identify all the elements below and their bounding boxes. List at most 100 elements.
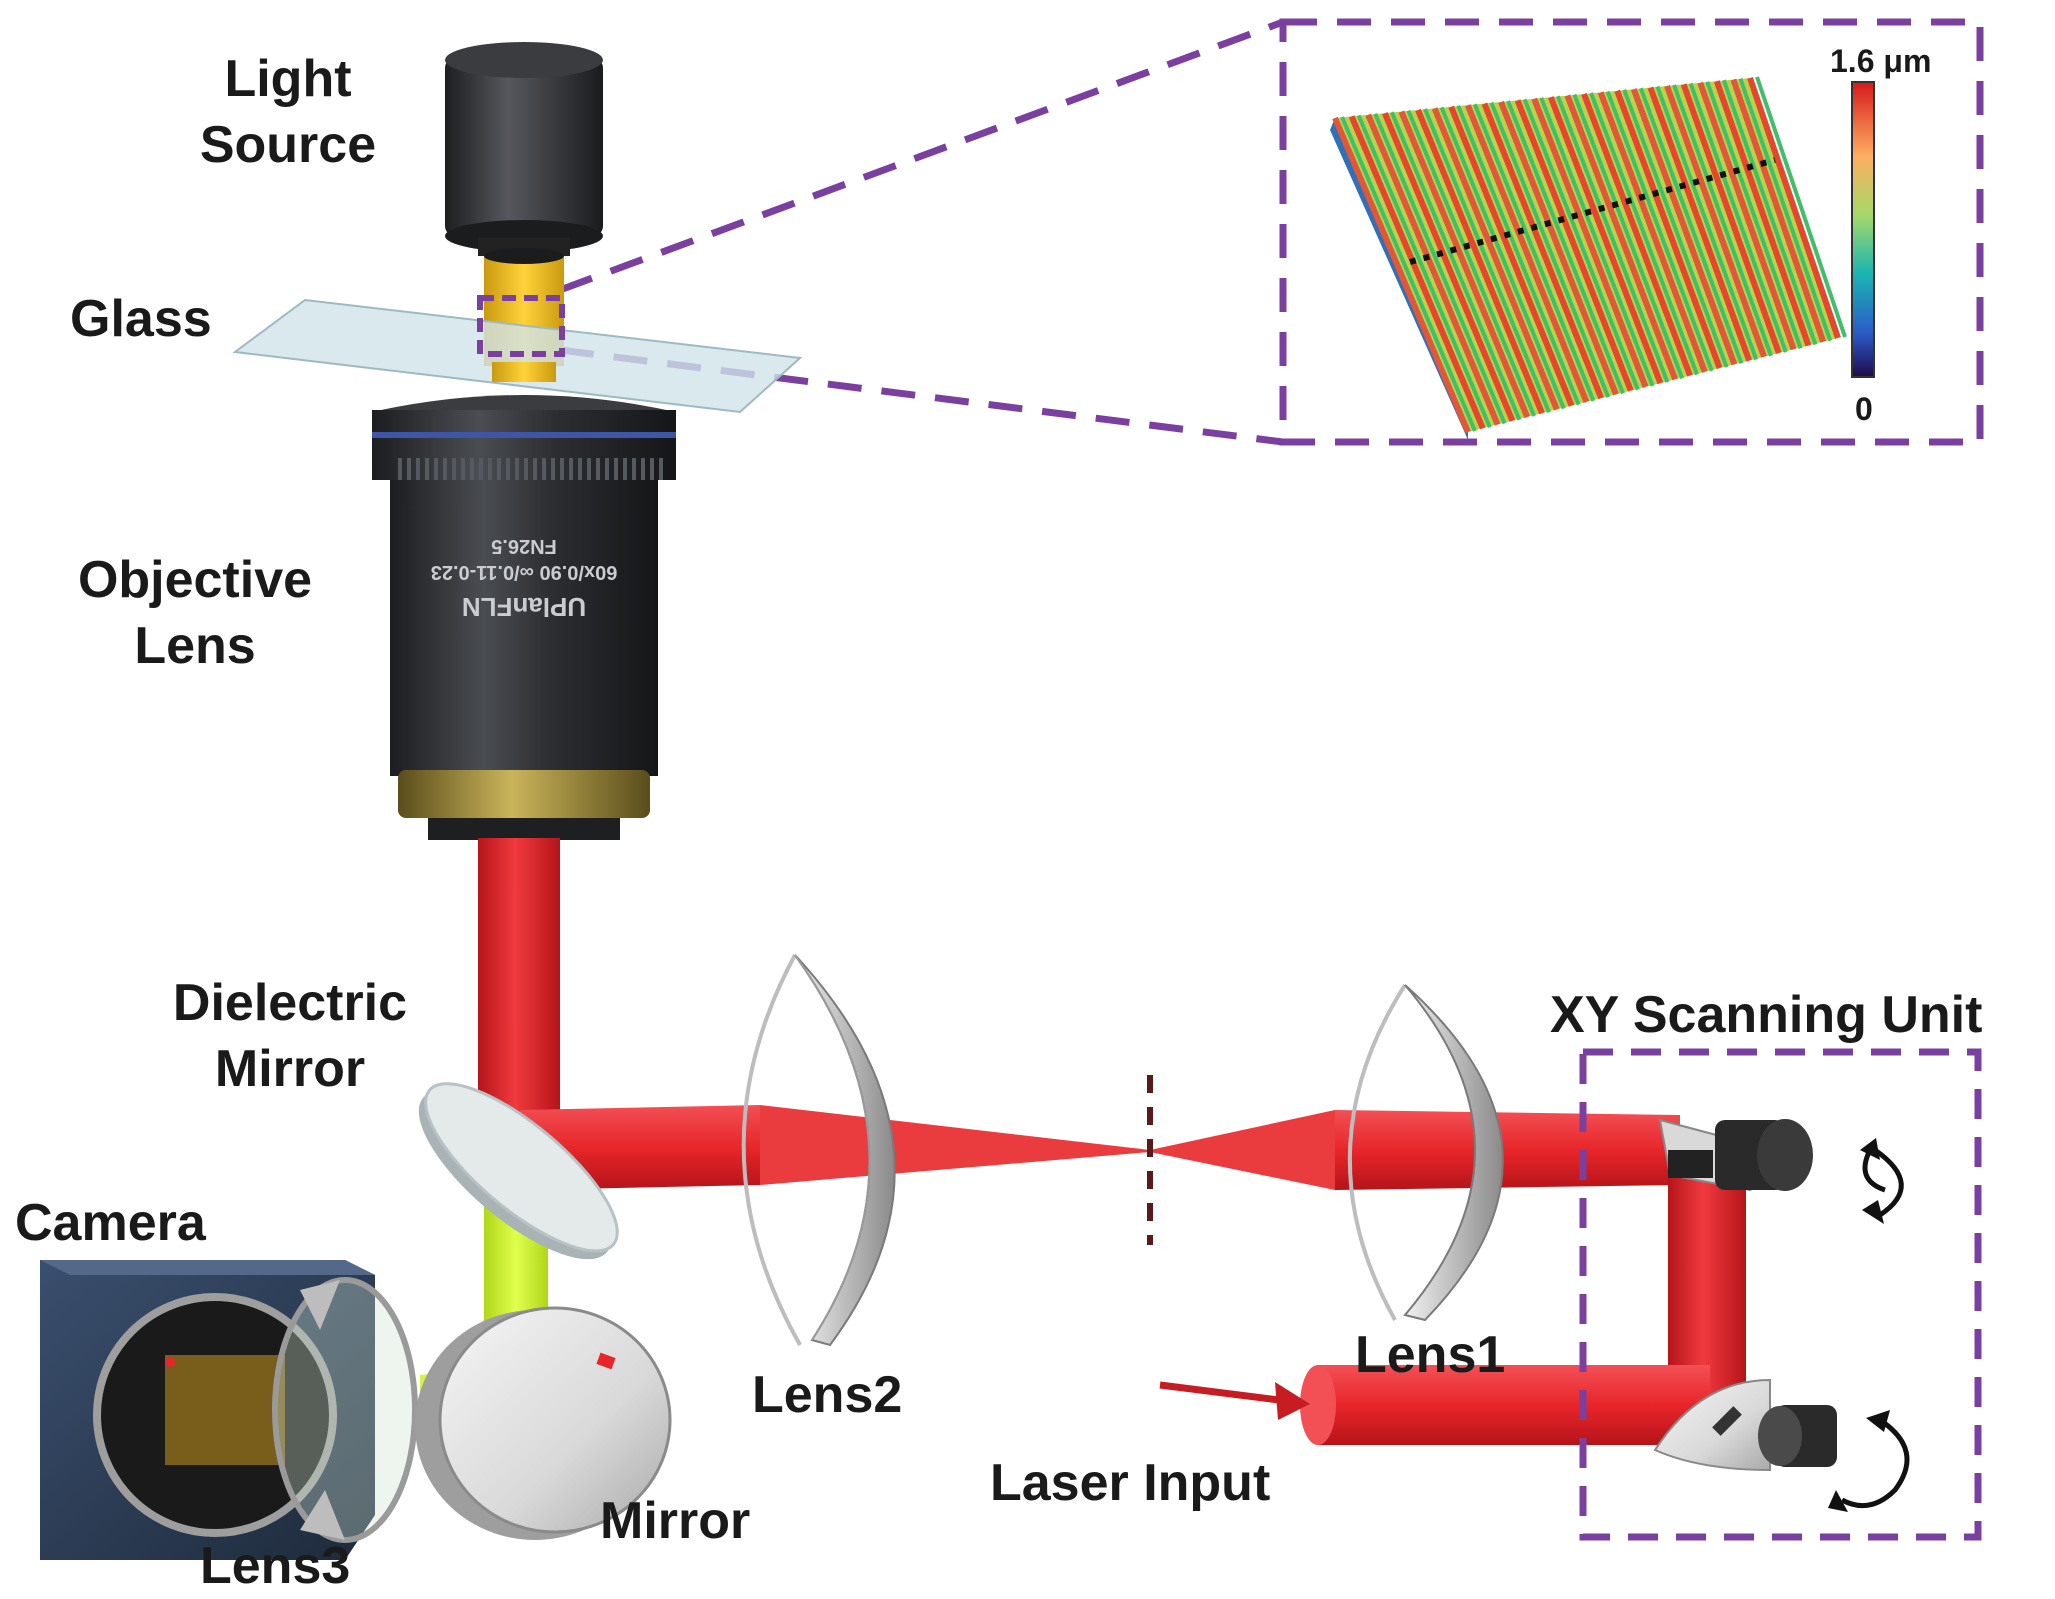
glass-slide xyxy=(232,295,803,414)
grating-groove xyxy=(1423,108,1551,413)
colorbar-min-label: 0 xyxy=(1855,391,1873,427)
grating-groove xyxy=(1506,100,1625,395)
grating-groove xyxy=(1572,93,1685,380)
galvo-motor-y xyxy=(1758,1405,1837,1467)
grating-ridge xyxy=(1514,99,1634,392)
label-dielectric-line1: Dielectric xyxy=(173,974,407,1032)
knurl-ridge xyxy=(587,458,591,480)
knurl-ridge xyxy=(443,458,447,480)
grating-groove xyxy=(1539,97,1655,387)
grating-ridge xyxy=(1730,78,1827,343)
grating-ridge xyxy=(1547,96,1664,385)
objective-barrel xyxy=(390,480,658,776)
knurl-ridge xyxy=(524,458,528,480)
laser-beam-path xyxy=(420,838,1746,1445)
grating-ridge xyxy=(1465,104,1590,404)
beam-diverging xyxy=(1150,1110,1335,1190)
objective-knurl xyxy=(398,458,663,480)
grating-ridge xyxy=(1647,86,1753,362)
grating-ridge xyxy=(1382,112,1516,422)
knurl-ridge xyxy=(488,458,492,480)
light-source-top xyxy=(445,42,603,78)
dielectric-mirror xyxy=(418,1082,619,1260)
colorbar xyxy=(1851,81,1875,378)
inset-dashed-box xyxy=(1279,18,1984,446)
objective-engraving: UPlanFLN 60x/0.90 ∞/0.11-0.23 FN26.5 xyxy=(431,535,618,622)
grating-ridge xyxy=(1481,102,1604,400)
lens1 xyxy=(1348,983,1504,1322)
label-xy-scanning-unit: XY Scanning Unit xyxy=(1550,986,1982,1044)
xy-scanning-unit xyxy=(1579,1048,1982,1541)
grating-ridges xyxy=(1332,76,1847,434)
svg-text:60x/0.90 ∞/0.11-0.23: 60x/0.90 ∞/0.11-0.23 xyxy=(431,561,618,583)
labels: Light Source Glass Objective Lens Dielec… xyxy=(15,50,1982,1595)
label-camera: Camera xyxy=(15,1194,207,1252)
grating-ridge xyxy=(1680,83,1782,355)
knurl-ridge xyxy=(515,458,519,480)
label-objective-line2: Lens xyxy=(134,617,255,675)
light-source-body xyxy=(445,58,603,236)
label-laser-input: Laser Input xyxy=(990,1454,1270,1512)
zoom-line-top xyxy=(558,18,1285,294)
grating-ridge xyxy=(1348,115,1486,430)
label-objective-line1: Objective xyxy=(78,551,312,609)
knurl-ridge xyxy=(605,458,609,480)
grating-ridge xyxy=(1630,88,1738,366)
grating-groove xyxy=(1589,92,1699,376)
grating-ridge xyxy=(1597,91,1708,373)
xy-dashed-box xyxy=(1579,1048,1982,1541)
grating-groove xyxy=(1472,103,1596,402)
rotation-arrow-x xyxy=(1873,1147,1904,1218)
label-light-source-line2: Source xyxy=(200,116,376,174)
grating-groove xyxy=(1489,101,1611,398)
grating-groove xyxy=(1605,90,1714,372)
beam-converging xyxy=(760,1105,1150,1185)
grating-groove xyxy=(1389,111,1522,421)
grating-groove xyxy=(1655,85,1759,361)
grating-groove xyxy=(1622,89,1729,368)
grating-groove xyxy=(1688,82,1788,353)
knurl-ridge xyxy=(398,458,402,480)
knurl-ridge xyxy=(623,458,627,480)
knurl-ridge xyxy=(497,458,501,480)
label-lens2: Lens2 xyxy=(752,1366,902,1424)
grating-groove xyxy=(1439,106,1566,410)
grating-groove xyxy=(1522,98,1640,391)
label-dielectric-line2: Mirror xyxy=(215,1040,365,1098)
svg-text:FN26.5: FN26.5 xyxy=(491,535,557,557)
lens2 xyxy=(741,954,896,1347)
knurl-ridge xyxy=(641,458,645,480)
knurl-ridge xyxy=(569,458,573,480)
mirror-m xyxy=(415,1306,672,1540)
grating-groove xyxy=(1638,87,1744,365)
grating-ridge xyxy=(1531,97,1649,388)
grating-groove xyxy=(1705,81,1803,349)
label-lens1: Lens1 xyxy=(1355,1326,1505,1384)
galvo-mirror-y xyxy=(1653,1378,1771,1472)
laser-input-arrow xyxy=(1159,1381,1310,1420)
grating-groove xyxy=(1456,105,1581,406)
galvo-motor-x xyxy=(1715,1119,1813,1191)
knurl-ridge xyxy=(434,458,438,480)
grating-ridge xyxy=(1581,92,1693,377)
knurl-ridge xyxy=(659,458,663,480)
inset-panel: 1.6 μm 0 xyxy=(558,18,1984,446)
grating-groove xyxy=(1373,113,1507,425)
label-lens3: Lens3 xyxy=(200,1537,350,1594)
grating-ridge xyxy=(1713,80,1812,347)
grating-ridge xyxy=(1614,89,1723,370)
knurl-ridge xyxy=(596,458,600,480)
beam-to-scanner xyxy=(1335,1110,1680,1190)
knurl-ridge xyxy=(425,458,429,480)
light-source xyxy=(445,42,603,366)
grating-ridge xyxy=(1498,100,1619,396)
knurl-ridge xyxy=(560,458,564,480)
svg-text:UPlanFLN: UPlanFLN xyxy=(462,592,586,622)
grating-ridge xyxy=(1747,77,1841,339)
knurl-ridge xyxy=(542,458,546,480)
knurl-ridge xyxy=(533,458,537,480)
knurl-ridge xyxy=(650,458,654,480)
camera xyxy=(40,1260,375,1560)
grating-ridge xyxy=(1664,84,1767,358)
